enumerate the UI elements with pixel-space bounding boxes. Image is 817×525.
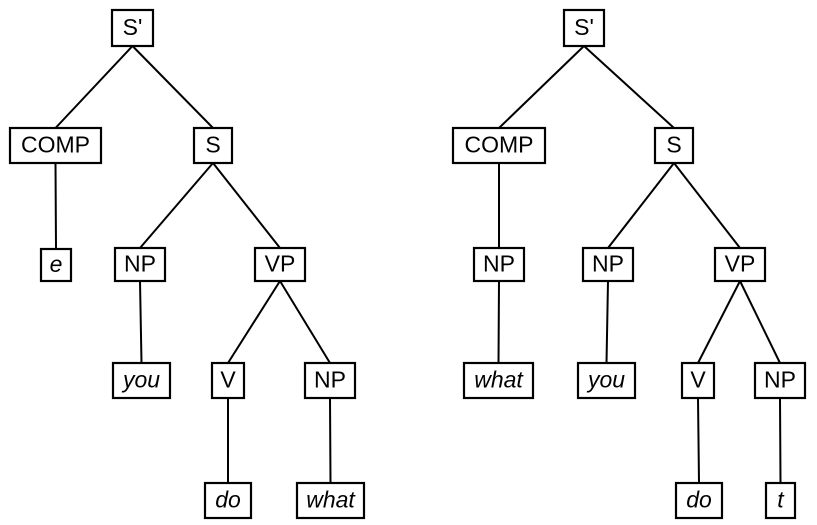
node-box-t2-do [674,481,724,520]
node-box-t1-s [192,126,234,165]
node-label-t2-comp: COMP [465,132,534,158]
tree-node-t2-t[interactable]: t [764,481,797,520]
node-label-t2-what: what [474,367,524,393]
tree-edge-t1-vp-to-t1-np-obj [279,280,331,364]
node-label-t1-np-obj: NP [314,367,346,393]
node-box-t1-vp [253,246,307,283]
tree-node-t2-v[interactable]: V [680,361,716,400]
tree-edge-t1-s-to-t1-vp [212,162,281,249]
node-label-t2-do: do [686,487,712,513]
node-label-t1-np-subj: NP [124,251,156,277]
tree-edge-t2-v-to-t2-do [697,397,700,484]
node-box-t2-you [576,361,637,400]
tree-edge-t2-np-comp-to-t2-what [497,280,500,364]
node-box-t1-comp [8,126,103,165]
tree-node-t1-vp[interactable]: VP [253,246,307,283]
tree-node-t2-np-obj[interactable]: NP [753,361,807,400]
tree-node-t2-comp[interactable]: COMP [451,126,547,165]
tree-edge-t2-vp-to-t2-v [697,280,741,364]
node-label-t1-sbar: S' [123,14,143,40]
node-box-t2-s [653,126,695,165]
node-label-t2-np-comp: NP [483,251,515,277]
node-label-t1-comp: COMP [21,132,90,158]
node-box-t1-v [210,361,246,400]
node-label-t2-sbar: S' [574,14,594,40]
tree-edge-t1-np-subj-to-t1-you [139,280,143,364]
tree-node-t2-np-subj[interactable]: NP [581,246,635,283]
tree-node-t1-np-subj[interactable]: NP [113,246,167,283]
tree-edge-t2-s-to-t2-vp [673,162,741,249]
node-box-t2-comp [451,126,547,165]
node-box-t2-sbar [562,8,606,48]
tree-edge-t2-np-obj-to-t2-t [779,397,782,484]
node-label-t1-vp: VP [265,251,296,277]
node-box-t2-v [680,361,716,400]
tree-node-t1-np-obj[interactable]: NP [303,361,357,400]
node-label-t1-what: what [306,487,356,513]
tree-node-t2-np-comp[interactable]: NP [472,246,526,283]
node-box-t2-vp [713,246,767,283]
tree-node-t1-v[interactable]: V [210,361,246,400]
node-box-t1-np-obj [303,361,357,400]
node-box-t2-t [764,481,797,520]
node-box-t2-np-subj [581,246,635,283]
node-label-t1-s: S [205,132,220,158]
tree-node-t1-comp[interactable]: COMP [8,126,103,165]
node-label-t1-v: V [220,367,236,393]
node-label-t2-v: V [690,367,706,393]
tree-node-t2-do[interactable]: do [674,481,724,520]
tree-node-t2-what[interactable]: what [462,361,535,400]
tree-edge-t1-comp-to-t1-e [54,162,57,250]
tree-edge-t1-sbar-to-t1-s [131,45,214,129]
tree-edge-t2-s-to-t2-np-subj [607,162,675,249]
node-label-t2-np-subj: NP [592,251,624,277]
tree-node-t1-do[interactable]: do [203,481,253,520]
tree-edge-t1-sbar-to-t1-comp [54,45,134,129]
node-box-t2-np-obj [753,361,807,400]
node-label-t2-s: S [666,132,681,158]
tree-edge-t2-np-subj-to-t2-you [605,280,609,364]
tree-node-t1-you[interactable]: you [111,361,172,400]
tree-node-t1-sbar[interactable]: S' [110,8,155,48]
tree-edge-t1-s-to-t1-np-subj [139,162,214,249]
node-label-t1-e: e [50,251,63,277]
node-box-t2-np-comp [472,246,526,283]
tree-edge-t2-sbar-to-t2-comp [498,45,585,129]
node-box-t1-do [203,481,253,520]
tree-node-t2-you[interactable]: you [576,361,637,400]
node-box-t1-np-subj [113,246,167,283]
node-box-t1-what [295,481,366,520]
tree-node-t2-s[interactable]: S [653,126,695,165]
node-label-t2-np-obj: NP [764,367,796,393]
node-label-t2-vp: VP [725,251,756,277]
tree-node-t2-sbar[interactable]: S' [562,8,606,48]
tree-edge-t2-sbar-to-t2-s [583,45,675,129]
node-label-t2-you: you [586,367,625,393]
node-box-t1-sbar [110,8,155,48]
tree-node-t1-e[interactable]: e [39,247,73,283]
tree-edge-t2-vp-to-t2-np-obj [739,280,781,364]
tree-node-t1-s[interactable]: S [192,126,234,165]
node-label-t1-you: you [121,367,160,393]
tree-node-t1-what[interactable]: what [295,481,366,520]
node-label-t1-do: do [215,487,241,513]
node-box-t1-e [39,247,73,283]
surface-structure-tree: S' COMP S NP NP VP what you V NP do t [451,8,807,520]
tree-edge-t1-vp-to-t1-v [227,280,281,364]
tree-edges [497,45,782,484]
node-label-t2-t: t [777,487,785,513]
node-box-t1-you [111,361,172,400]
tree-node-t2-vp[interactable]: VP [713,246,767,283]
node-box-t2-what [462,361,535,400]
tree-edges [54,45,332,484]
tree-edge-t1-np-obj-to-t1-what [329,397,332,484]
